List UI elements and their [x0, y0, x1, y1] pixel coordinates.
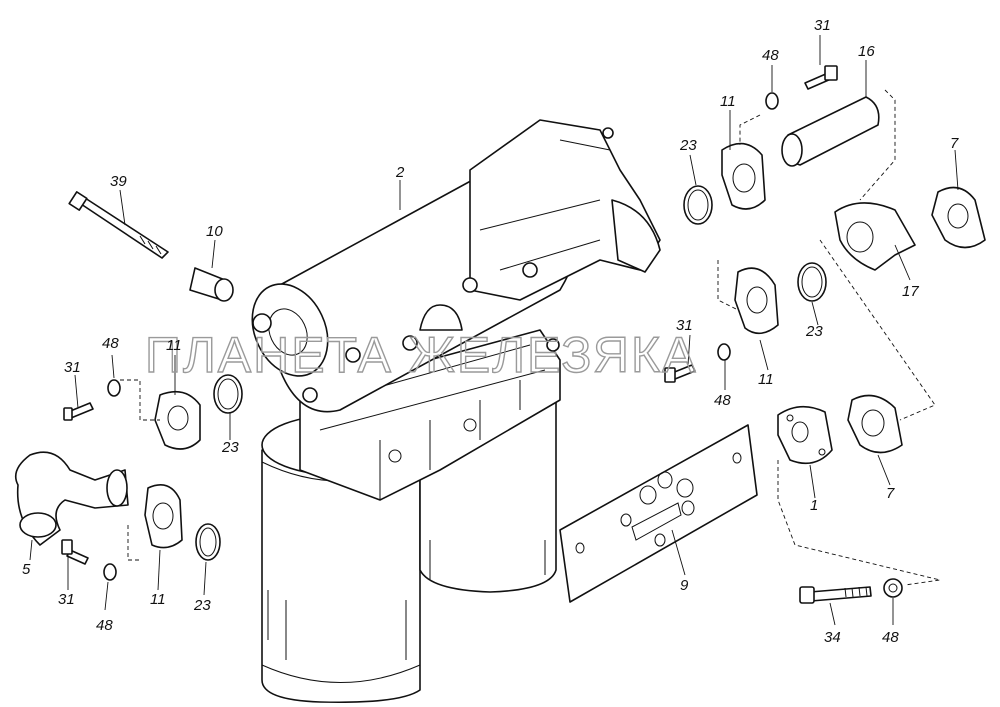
- label-part-31-mid: 31: [676, 317, 693, 334]
- label-part-31-lower-left: 31: [58, 591, 75, 608]
- leader-lines: [29, 35, 959, 626]
- label-part-17: 17: [902, 283, 919, 300]
- label-part-31-top: 31: [814, 17, 831, 34]
- label-part-48-left: 48: [102, 335, 119, 352]
- label-part-23-left: 23: [221, 439, 239, 456]
- watermark-text: ПЛАНЕТА ЖЕЛЕЗЯКА: [145, 327, 697, 383]
- label-part-48-mid: 48: [714, 392, 731, 409]
- label-part-11-lower: 11: [150, 591, 166, 608]
- bolt-39: [68, 191, 169, 259]
- label-part-48-lower-left: 48: [96, 617, 113, 634]
- label-part-9: 9: [680, 577, 689, 594]
- label-part-2: 2: [395, 164, 405, 181]
- label-part-10: 10: [206, 223, 223, 240]
- label-part-11-right: 11: [758, 371, 774, 388]
- label-part-34: 34: [824, 629, 841, 646]
- label-part-31-left: 31: [64, 359, 81, 376]
- label-part-16: 16: [858, 43, 875, 60]
- label-part-48-top: 48: [762, 47, 779, 64]
- label-part-7-top: 7: [950, 135, 959, 152]
- label-part-23-top: 23: [679, 137, 697, 154]
- label-part-23-right: 23: [805, 323, 823, 340]
- right-upper-parts: [664, 65, 986, 421]
- right-lower-parts: [559, 394, 941, 604]
- part-labels: 2 39 10 31 48 16 11 23 7 17 23 31 11 48 …: [22, 17, 959, 646]
- label-part-7-lower: 7: [886, 485, 895, 502]
- oil-filter-assembly: [251, 119, 661, 704]
- label-part-1: 1: [810, 497, 818, 514]
- label-part-11-left: 11: [166, 337, 182, 354]
- label-part-11-top: 11: [720, 93, 736, 110]
- left-parts: [14, 374, 243, 581]
- label-part-48-lower-right: 48: [882, 629, 899, 646]
- label-part-23-lower: 23: [193, 597, 211, 614]
- label-part-39: 39: [110, 173, 127, 190]
- label-part-5: 5: [22, 561, 31, 578]
- spacer-10: [189, 267, 234, 302]
